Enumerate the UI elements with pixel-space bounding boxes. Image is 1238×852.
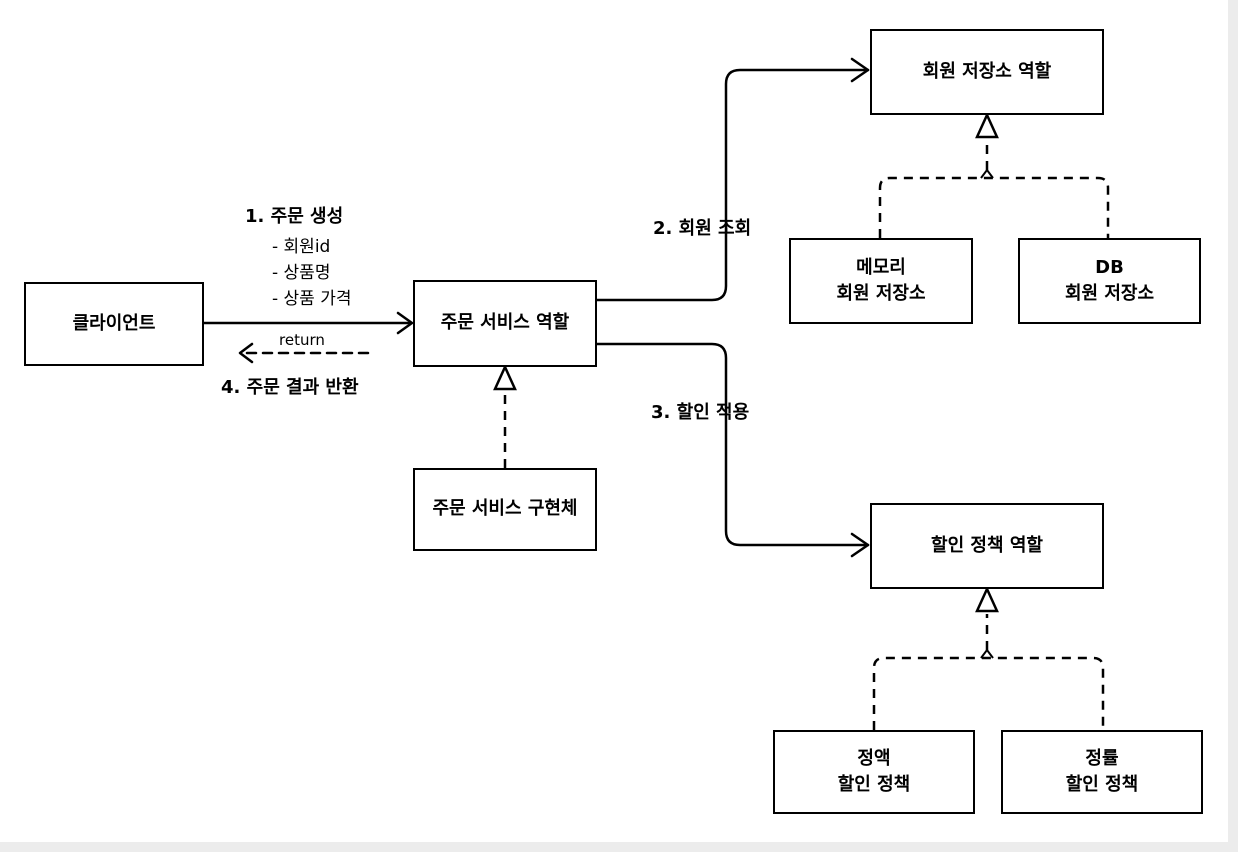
return-label: return [279, 331, 325, 349]
db-member-repo-box: DB 회원 저장소 [1018, 238, 1201, 324]
apply-discount-arrowhead [850, 532, 870, 558]
order-service-impl-box: 주문 서비스 구현체 [413, 468, 597, 551]
member-lookup-arrowhead [850, 57, 870, 83]
order-service-role-box: 주문 서비스 역할 [413, 280, 597, 367]
apply-discount-arrow [595, 342, 870, 547]
member-repo-role-label: 회원 저장소 역할 [922, 60, 1052, 82]
apply-discount-label: 3. 할인 적용 [651, 402, 750, 423]
member-lookup-arrow [595, 68, 870, 302]
memory-member-repo-line1: 메모리 [856, 256, 906, 278]
discount-junction-caret [980, 648, 994, 659]
create-order-arrowhead [396, 311, 414, 335]
order-service-role-label: 주문 서비스 역할 [440, 312, 570, 334]
create-order-param-product-name: - 상품명 [272, 263, 331, 283]
member-repo-realization-triangle [975, 111, 999, 139]
client-box: 클라이언트 [24, 282, 204, 366]
member-repo-junction-caret [980, 168, 994, 179]
member-repo-impl-line [878, 176, 1110, 238]
order-service-realization-triangle [493, 363, 517, 391]
rate-discount-policy-line1: 정률 [1085, 747, 1119, 769]
create-order-param-product-price: - 상품 가격 [272, 289, 352, 309]
fixed-discount-policy-line1: 정액 [857, 747, 891, 769]
db-member-repo-line2: 회원 저장소 [1064, 283, 1155, 304]
create-order-param-member-id: - 회원id [272, 237, 331, 257]
client-label: 클라이언트 [72, 312, 156, 334]
fixed-discount-policy-line2: 할인 정책 [837, 774, 911, 795]
memory-member-repo-box: 메모리 회원 저장소 [789, 238, 973, 324]
discount-policy-role-label: 할인 정책 역할 [931, 534, 1043, 556]
fixed-discount-policy-box: 정액 할인 정책 [773, 730, 975, 814]
discount-realization-triangle [975, 585, 999, 613]
create-order-title: 1. 주문 생성 [245, 206, 344, 227]
rate-discount-policy-box: 정률 할인 정책 [1001, 730, 1203, 814]
member-lookup-label: 2. 회원 조회 [653, 218, 752, 239]
memory-member-repo-line2: 회원 저장소 [836, 283, 926, 304]
rate-discount-policy-line2: 할인 정책 [1065, 774, 1139, 795]
return-order-label: 4. 주문 결과 반환 [221, 377, 359, 398]
order-service-impl-label: 주문 서비스 구현체 [432, 498, 578, 520]
return-arrowhead [238, 342, 254, 364]
discount-policy-role-box: 할인 정책 역할 [870, 503, 1104, 589]
member-repo-role-box: 회원 저장소 역할 [870, 29, 1104, 115]
discount-impl-line [872, 656, 1105, 730]
db-member-repo-line1: DB [1095, 256, 1124, 278]
